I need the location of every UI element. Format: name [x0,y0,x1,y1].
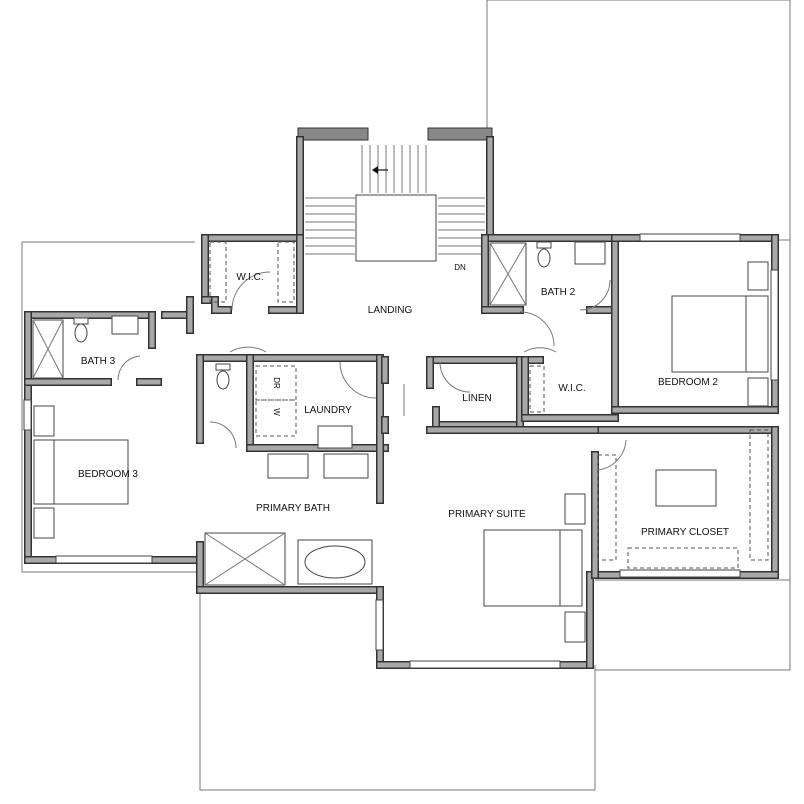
room-label-primary-suite: PRIMARY SUITE [448,509,526,520]
room-label-laundry: LAUNDRY [304,405,352,416]
room-label-wic-left: W.I.C. [236,272,263,283]
appliance-label-dryer: DR [272,377,281,389]
toilet-icon [73,317,89,343]
sink-icon [323,453,369,479]
sink-icon [111,315,139,335]
shower-icon [32,319,64,379]
toilet-icon [536,241,552,268]
fixtures [23,233,779,669]
toilet-icon [215,363,231,390]
closet-island-icon [655,469,717,507]
staircase [297,127,493,262]
stair-arrow-icon [372,166,378,174]
shower-icon [204,532,286,586]
room-label-bath2: BATH 2 [541,287,576,298]
room-label-bath3: BATH 3 [81,356,116,367]
room-label-primary-closet: PRIMARY CLOSET [641,527,729,538]
sink-icon [574,241,606,265]
room-label-landing: LANDING [368,305,413,316]
appliance-label-washer: W [272,408,281,416]
site-outlines [21,0,791,791]
room-label-bedroom3: BEDROOM 3 [78,469,138,480]
room-label-bedroom2: BEDROOM 2 [658,377,718,388]
room-label-primary-bath: PRIMARY BATH [256,503,330,514]
room-label-wic-right: W.I.C. [558,383,585,394]
sink-icon [267,453,309,479]
bathtub-icon [297,539,373,585]
laundry-sink-icon [317,425,353,449]
wall-segment [212,297,231,313]
bed-icon [671,295,769,373]
stair-label-dn: DN [454,263,466,272]
room-labels: W.I.C. LANDING DN BATH 2 BATH 3 BEDROOM … [78,263,729,538]
room-label-linen: LINEN [462,393,491,404]
bed-icon [33,439,129,505]
shower-icon [489,242,527,306]
bed-icon [483,529,583,607]
